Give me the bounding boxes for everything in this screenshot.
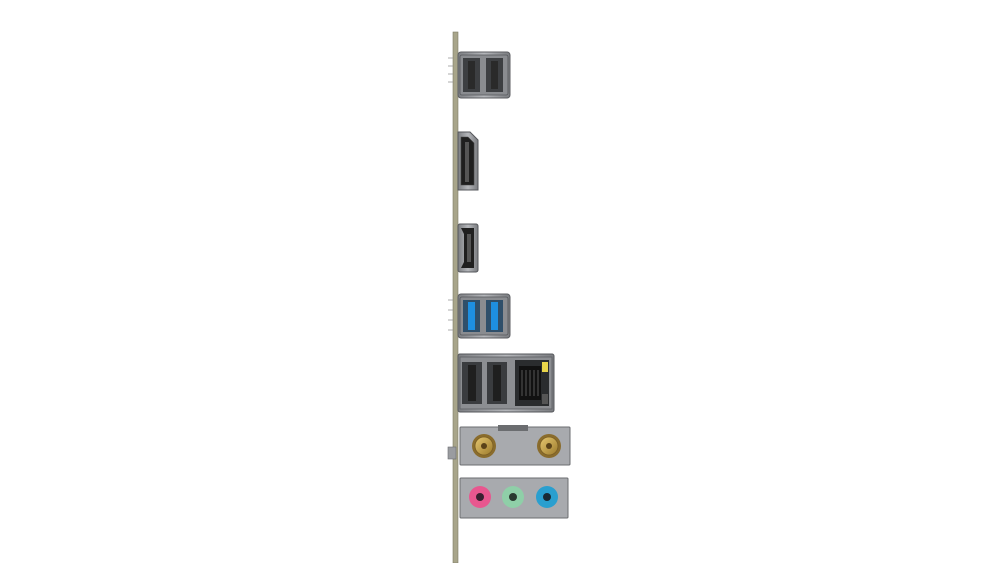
audio-jack-icon [502, 486, 524, 508]
usb-a-icon [463, 58, 503, 92]
audio-jack-icon [536, 486, 558, 508]
audio-jacks [459, 477, 569, 519]
antenna-connector-icon [537, 434, 561, 458]
antenna-connector-icon [472, 434, 496, 458]
usb-lan-combo [457, 353, 555, 413]
usb2-stack-top [448, 51, 511, 99]
wifi-antenna-bracket [447, 425, 571, 466]
usb-a-icon [463, 300, 503, 332]
lan-activity-led [542, 394, 548, 404]
audio-jack-icon [469, 486, 491, 508]
displayport [457, 131, 479, 191]
pcb-edge [452, 31, 459, 563]
hdmi [457, 223, 479, 273]
lan-status-led [542, 362, 548, 372]
usb3-stack [448, 293, 511, 339]
ethernet-icon [515, 360, 549, 406]
